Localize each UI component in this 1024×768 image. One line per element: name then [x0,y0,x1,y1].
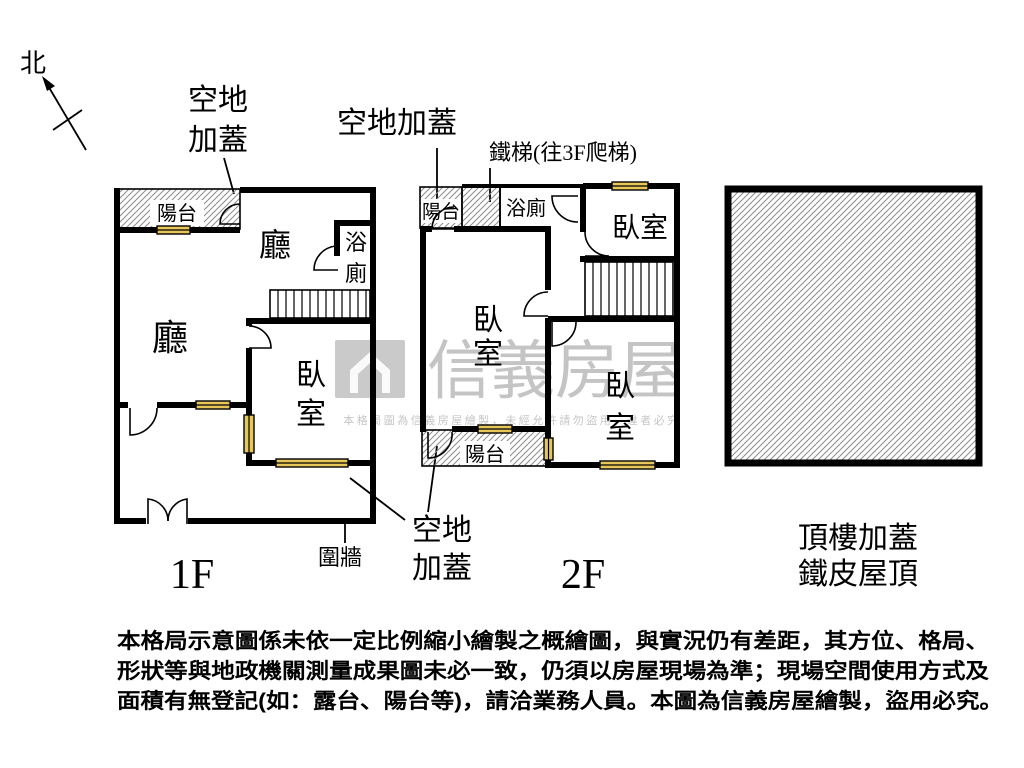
window [195,400,231,410]
roof-plan: 頂樓加蓋 鐵皮屋頂 [724,185,983,591]
north-label: 北 [20,49,46,78]
wall [114,188,120,524]
roof-label-1: 頂樓加蓋 [798,522,918,555]
floor-2-iron-ladder-area [461,186,501,228]
roof-annex-area [724,185,983,467]
floor-2-bedroom-w-label-1: 臥 [473,304,503,337]
door-swing [551,321,577,347]
floor-1-bedroom-label-2: 室 [296,398,326,431]
annex-label-bottom-2: 加蓋 [412,552,472,585]
disclaimer-line-1: 本格局示意圖係未依一定比例縮小繪製之概繪圖，與實況仍有差距，其方位、格局、 [117,629,989,653]
wall [370,187,376,524]
floor-1-name: 1F [170,552,214,598]
door-swing [584,231,610,257]
wall [246,318,252,326]
floor-1-balcony-label-bg [150,200,204,226]
window [477,424,513,434]
floor-1-stair-treads [277,290,367,318]
roof-label-2: 鐵皮屋頂 [798,558,918,591]
floor-2-balcony-bottom-label: 陽台 [465,443,505,466]
door-swing [313,245,339,271]
floor-1-bath-label-1: 浴 [345,230,367,255]
door-swing [523,291,549,317]
leader-line-top-left-annex [223,157,235,195]
door-swing [431,206,455,230]
wall [334,220,374,226]
wall [580,184,586,232]
door-swing [129,407,158,436]
floor-1-living-upper-label: 廳 [259,227,291,263]
door-swing [551,195,579,223]
floor-1-living-main-label: 廳 [152,318,188,358]
annex-label-bottom-1: 空地 [412,514,472,547]
wall [240,187,376,193]
annex-label-top-left-2: 加蓋 [188,124,248,157]
disclaimer-line-3: 面積有無登記(如：露台、陽台等)，請洽業務人員。本圖為信義房屋繪製，盜用必究。 [117,689,1003,713]
annex-label-top-center: 空地加蓋 [337,107,457,140]
floor-2-stair-treads [592,262,666,316]
door-swing [248,325,272,349]
floor-2-balcony-top-label: 陽台 [422,201,460,223]
floor-2-bedroom-ne-label: 臥室 [612,212,668,244]
floor-2-bedroom-w-label-2: 室 [473,338,503,371]
wall [116,402,128,408]
wall [334,220,340,256]
floor-1-stairs [269,289,371,319]
floor-2-plan: 陽台 浴廁 臥室 臥 室 臥 室 陽台 2F [419,181,680,598]
wall [545,226,551,290]
wall [246,318,376,324]
window [156,225,191,235]
watermark-notice: 本格局圖為信義房屋繪製，未經允許請勿盜用，違者必究 [343,413,681,427]
window [243,414,255,454]
window [275,458,349,468]
window [611,181,649,191]
wall [674,183,680,468]
north-compass: 北 [20,49,87,151]
floor-2-bedroom-se-label-1: 臥 [605,370,635,403]
north-arrow-head [42,76,55,91]
wall [548,316,680,322]
wall [545,318,551,468]
door-swing [219,203,241,225]
front-door-right [167,498,188,524]
disclaimer: 本格局示意圖係未依一定比例縮小繪製之概繪圖，與實況仍有差距，其方位、格局、 形狀… [117,629,1003,713]
watermark-house-icon [350,352,390,393]
wall [420,226,432,232]
floor-2-bath-label: 浴廁 [506,197,546,220]
disclaimer-line-2: 形狀等與地政機關測量成果圖未必一致，仍須以房屋現場為準；現場空間使用方式及 [117,659,990,683]
wall [188,518,376,524]
window [599,460,656,470]
annex-label-top-left-1: 空地 [188,84,248,117]
watermark-brand: 信義房屋 [427,335,683,407]
floor-2-bedroom-se-label-2: 室 [605,412,635,445]
floor-2-stairs [584,261,674,317]
front-door-left [147,498,169,524]
iron-ladder-label: 鐵梯(往3F爬梯) [489,140,637,165]
door-swing [427,431,453,459]
north-arrow-shaft [46,83,87,151]
window [543,437,554,461]
wall [462,184,583,188]
floor-1-bedroom-label-1: 臥 [296,359,326,392]
floor-1-balcony-label: 陽台 [157,202,197,225]
north-arrow-crossbar [52,109,83,131]
wall [580,256,678,262]
wall [246,348,252,466]
floor-2-balcony-bottom-label-bg [460,441,510,465]
wall [114,518,146,524]
leader-line-bottom-annex-1f [349,477,406,521]
fence-label: 圍牆 [318,545,362,570]
floor-2-name: 2F [561,552,605,598]
wall [454,226,550,232]
floor-1-plan: 陽台 廳 浴 廁 廳 臥 室 1F [114,187,376,598]
floor-1-bath-label-2: 廁 [345,261,367,286]
wall [420,226,426,432]
